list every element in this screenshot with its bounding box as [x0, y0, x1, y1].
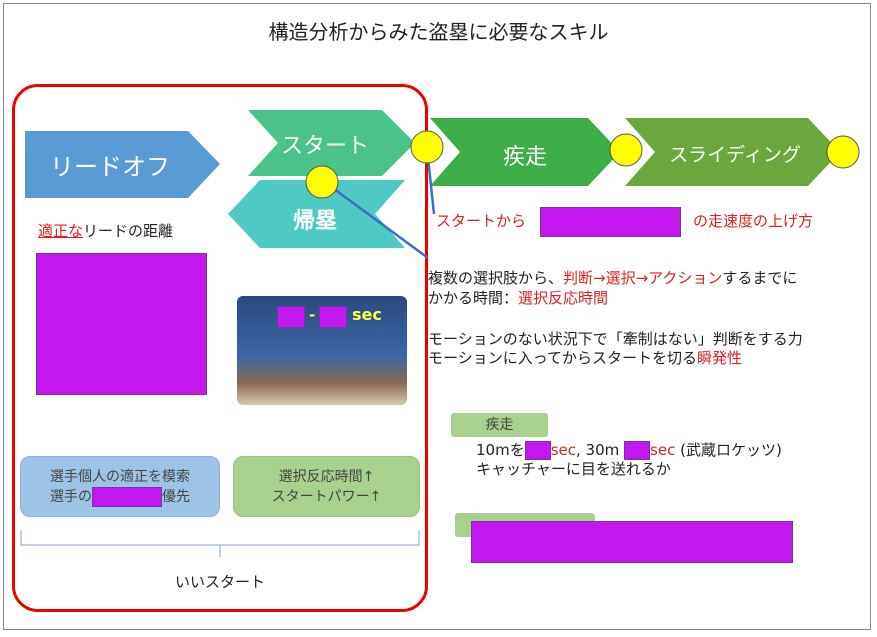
reaction-line-1: 複数の選択肢から、判断→選択→アクションするまでに — [428, 269, 798, 287]
individual-fit-box: 選手個人の適正を模索 選手の優先 — [20, 456, 220, 517]
redacted-word — [92, 487, 162, 507]
redacted-value — [277, 306, 305, 328]
photo-sep: - — [309, 306, 316, 324]
marker-circle — [410, 130, 444, 164]
redacted-value — [319, 306, 347, 328]
sliding-chevron — [625, 118, 840, 186]
start-group-outline — [12, 84, 428, 612]
redacted-phrase — [540, 207, 681, 237]
reaction-line-2: かかる時間：選択反応時間 — [428, 289, 609, 307]
box-line: スタートパワー↑ — [271, 489, 382, 505]
sprint-label: 疾走 — [502, 145, 547, 170]
reaction-power-box: 選択反応時間↑ スタートパワー↑ — [233, 456, 420, 517]
leadoff-label: リードオフ — [50, 153, 170, 181]
sprint-chevron — [430, 118, 620, 186]
speed-text-b: の走速度の上げ方 — [693, 212, 814, 230]
box-line: 選択反応時間↑ — [278, 469, 375, 485]
photo-unit: sec — [352, 305, 382, 324]
slide-title: 構造分析からみた盗塁に必要なスキル — [268, 20, 609, 44]
lead-distance-text: 適正なリードの距離 — [38, 221, 173, 241]
marker-circle — [826, 135, 860, 169]
pickoff-line: モーションのない状況下で「牽制はない」判断をする力 — [428, 330, 803, 348]
marker-circle — [609, 133, 643, 167]
brace — [20, 530, 420, 546]
return-label: 帰塁 — [292, 209, 337, 234]
good-start-label: いいスタート — [174, 573, 265, 591]
text: リードの距離 — [83, 222, 174, 240]
marker-circle — [305, 165, 339, 199]
redacted-block — [36, 253, 207, 395]
sprint-tag: 疾走 — [451, 413, 548, 437]
sliding-label: スライディング — [669, 144, 801, 166]
connector-line — [329, 184, 429, 260]
speed-text-a: スタートから — [436, 212, 527, 230]
return-chevron — [228, 180, 405, 248]
redacted-block — [471, 521, 793, 563]
box-line: 選手の優先 — [50, 487, 190, 507]
baseball-photo: - sec — [237, 296, 407, 405]
catcher-line: キャッチャーに目を送れるか — [476, 460, 671, 478]
slide-frame — [3, 3, 871, 630]
leadoff-arrow — [25, 131, 220, 198]
box-line: 選手個人の適正を模索 — [50, 469, 190, 485]
start-chevron — [248, 110, 415, 176]
start-label: スタート — [280, 134, 369, 159]
explosive-line: モーションに入ってからスタートを切る瞬発性 — [428, 349, 742, 367]
highlight: 適正な — [38, 222, 84, 240]
